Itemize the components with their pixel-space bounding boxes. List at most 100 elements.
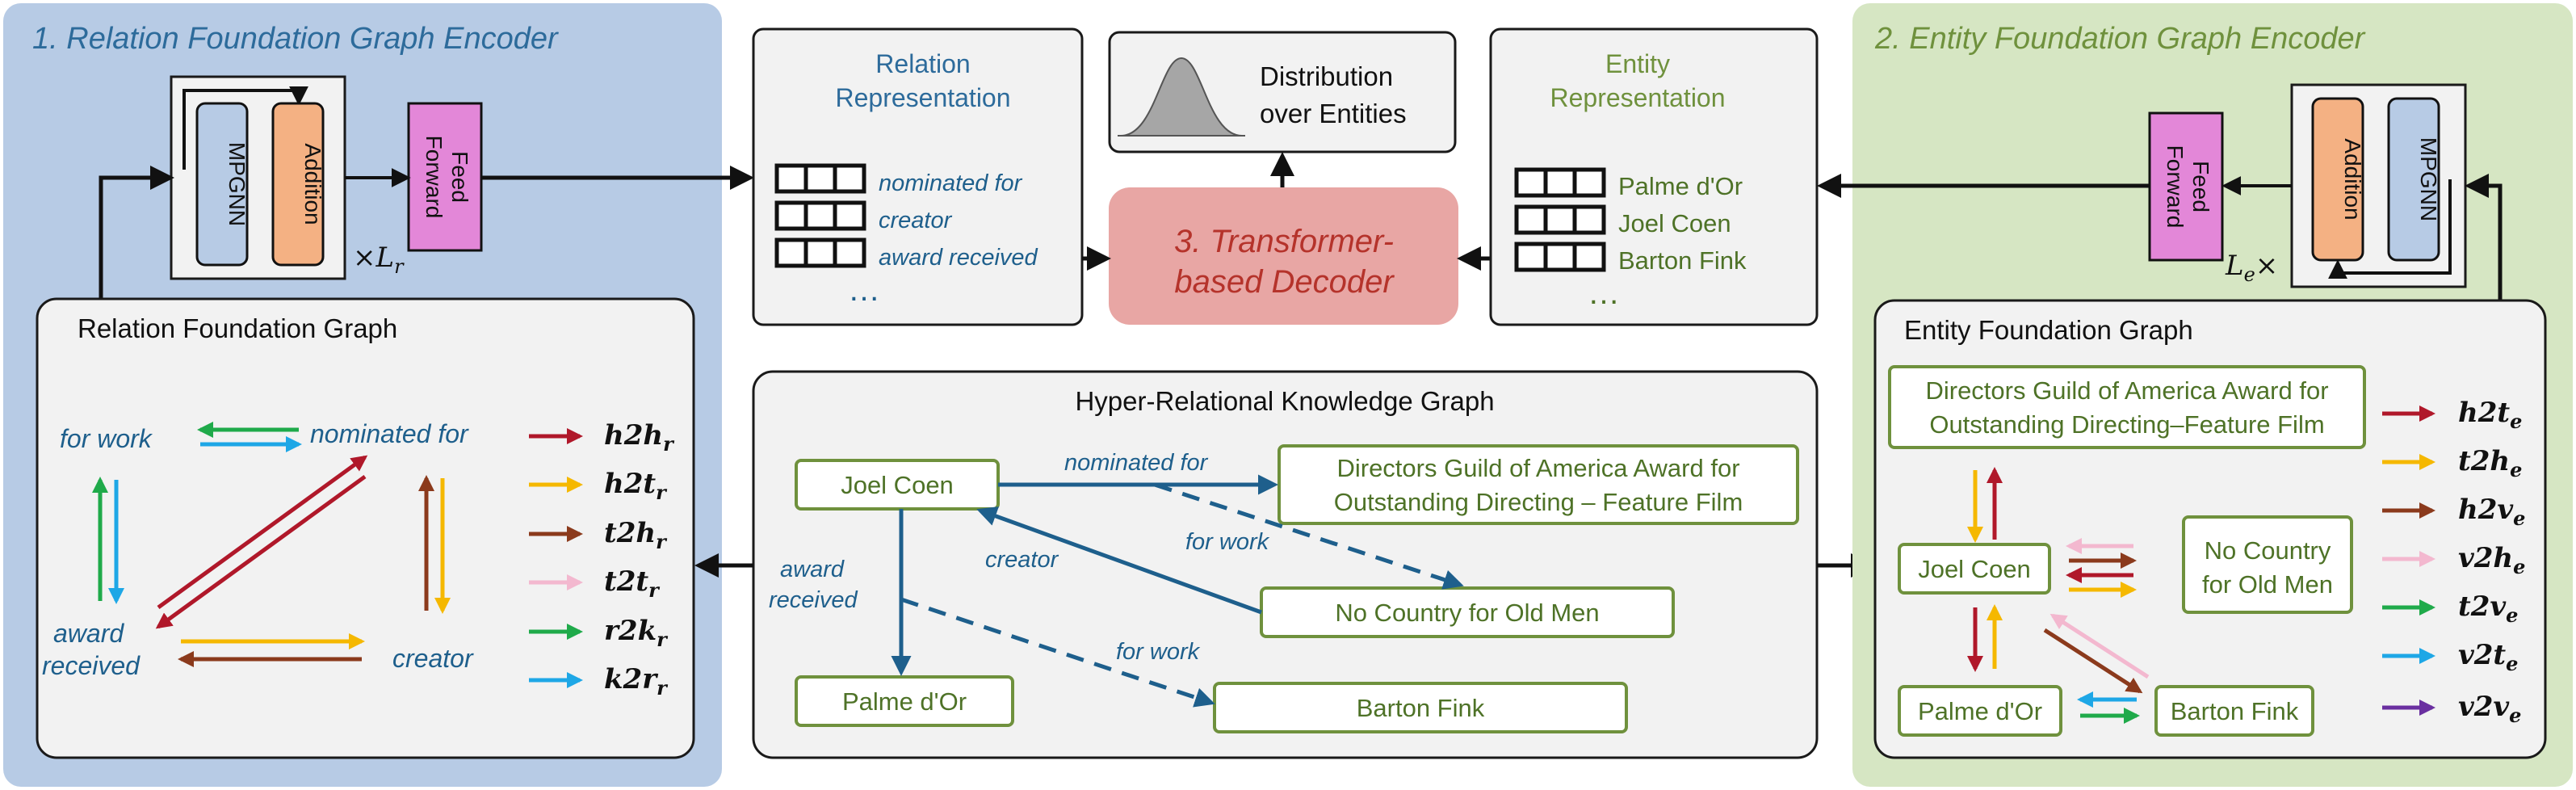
rel-legend-h2t: h2tr xyxy=(529,468,668,504)
relation-embedding-grid xyxy=(774,163,866,268)
rel-repr-item-1: nominated for xyxy=(879,170,1023,196)
ent-legend-v2h-label: v2he xyxy=(2458,542,2525,578)
eg-node-dga-label-2: Outstanding Directing–Feature Film xyxy=(1929,410,2324,439)
ent-repr-item-3: Barton Fink xyxy=(1618,246,1747,275)
relation-foundation-graph-box xyxy=(36,297,695,759)
mpgnn-module-ent xyxy=(2387,97,2440,262)
entity-legend: h2te t2he h2ve v2he t2ve v2te v2ve xyxy=(2382,397,2525,727)
rel-graph-to-encoder-arrow xyxy=(99,166,174,300)
eg-node-barton-fink-label: Barton Fink xyxy=(2171,697,2299,725)
rel-legend-t2t-label: t2tr xyxy=(604,565,661,602)
relation-representation-title-1: Relation xyxy=(875,49,970,78)
rel-legend-t2h: t2hr xyxy=(529,517,668,553)
rel-legend-t2h-label: t2hr xyxy=(604,517,668,553)
ent-legend-t2h-label: t2he xyxy=(2458,445,2522,481)
relation-foundation-graph-title: Relation Foundation Graph xyxy=(78,313,397,343)
relation-layer-factor: ×Lr xyxy=(353,242,405,278)
entity-foundation-graph-title: Entity Foundation Graph xyxy=(1904,315,2193,345)
ent-legend-h2t-label: h2te xyxy=(2458,397,2522,433)
kg-node-no-country-label: No Country for Old Men xyxy=(1335,599,1599,627)
eg-node-dga-label-1: Directors Guild of America Award for xyxy=(1925,376,2328,405)
ent-legend-v2t-label: v2te xyxy=(2458,639,2518,675)
kg-edge-for-work-1-label: for work xyxy=(1185,529,1270,555)
rel-legend-h2t-label: h2tr xyxy=(604,468,668,504)
eg-node-no-country xyxy=(2182,515,2353,614)
ent-legend-v2v: v2ve xyxy=(2382,691,2521,727)
ent-legend-t2h: t2he xyxy=(2382,445,2522,481)
kg-node-joel-coen-label: Joel Coen xyxy=(841,471,954,499)
rel-legend-h2h: h2hr xyxy=(529,419,675,456)
kg-node-dga-award xyxy=(1278,444,1799,525)
rel-repr-item-2: creator xyxy=(879,208,953,233)
rel-repr-more: … xyxy=(848,272,880,308)
entity-embedding-grid xyxy=(1514,167,1606,272)
eg-node-palme-dor-label: Palme d'Or xyxy=(1918,697,2042,725)
kg-node-palme-dor-label: Palme d'Or xyxy=(842,687,967,716)
rel-legend-h2h-label: h2hr xyxy=(604,419,675,456)
addition-label-ent: Addition xyxy=(2340,138,2365,220)
ent-repr-item-2: Joel Coen xyxy=(1618,209,1731,237)
feed-forward-label-rel-1: Feed xyxy=(447,151,472,203)
hyper-relational-kg-title: Hyper-Relational Knowledge Graph xyxy=(1075,386,1494,416)
rel-legend-k2r-label: k2rr xyxy=(604,663,669,700)
decoder-title-1: 3. Transformer- xyxy=(1174,224,1394,259)
eg-node-barton-fink xyxy=(2154,685,2314,737)
kg-edge-award-label-2: received xyxy=(769,587,858,613)
rel-embed-row-1 xyxy=(774,163,866,194)
rel-edge-h2h-diag-2 xyxy=(155,474,367,629)
entity-representation-title-1: Entity xyxy=(1605,49,1670,78)
kg-node-barton-fink xyxy=(1213,682,1628,733)
ent-graph-to-encoder-arrow xyxy=(2465,174,2503,300)
kg-node-palme-dor xyxy=(795,675,1014,727)
relation-encoder-residual xyxy=(183,86,308,170)
entity-representation-title-2: Representation xyxy=(1550,83,1725,112)
rel-node-for-work: for work xyxy=(60,424,153,453)
feed-forward-label-ent-2: Forward xyxy=(2163,145,2188,229)
relation-encoder-title: 1. Relation Foundation Graph Encoder xyxy=(32,22,559,56)
rel-node-award-received-1: award xyxy=(53,619,124,648)
ent-legend-v2v-label: v2ve xyxy=(2458,691,2521,727)
ent-legend-h2t: h2te xyxy=(2382,397,2522,433)
relation-legend: h2hr h2tr t2hr t2tr r2kr k2rr xyxy=(529,419,675,700)
ent-legend-t2v-label: t2ve xyxy=(2458,590,2518,627)
kg-edge-for-work-2 xyxy=(900,597,1215,708)
kg-edge-for-work-1 xyxy=(1154,482,1464,590)
kg-edge-for-work-2-label: for work xyxy=(1116,639,1201,665)
rel-embed-row-3 xyxy=(774,237,866,268)
rel-repr-item-3: award received xyxy=(879,245,1038,271)
ent-legend-v2h: v2he xyxy=(2382,542,2525,578)
eg-node-joel-coen-label: Joel Coen xyxy=(1918,555,2031,583)
kg-edge-creator xyxy=(976,506,1262,615)
decoder-title-2: based Decoder xyxy=(1174,264,1395,300)
distribution-label-2: over Entities xyxy=(1260,99,1407,128)
ent-legend-h2v: h2ve xyxy=(2382,494,2525,530)
mpgnn-label-ent: MPGNN xyxy=(2416,137,2441,221)
entity-encoder-title: 2. Entity Foundation Graph Encoder xyxy=(1874,22,2366,56)
rel-legend-t2t: t2tr xyxy=(529,565,661,602)
addition-module-rel xyxy=(271,102,325,267)
feed-forward-label-ent-1: Feed xyxy=(2188,161,2213,212)
ent-legend-h2v-label: h2ve xyxy=(2458,494,2525,530)
ent-legend-t2v: t2ve xyxy=(2382,590,2518,627)
rel-node-nominated-for: nominated for xyxy=(310,419,469,448)
rel-edge-h2h-diag xyxy=(157,455,368,610)
rel-legend-r2k-label: r2kr xyxy=(604,615,669,651)
eg-node-dga-award xyxy=(1888,365,2366,449)
ent-repr-item-1: Palme d'Or xyxy=(1618,172,1743,200)
ent-embed-row-2 xyxy=(1514,204,1606,235)
feed-forward-label-rel-2: Forward xyxy=(422,136,447,219)
kg-node-barton-fink-label: Barton Fink xyxy=(1357,694,1485,722)
ent-repr-more: … xyxy=(1588,275,1620,311)
eg-node-no-country-label-1: No Country xyxy=(2205,536,2331,565)
eg-edge-v2h-diag xyxy=(2049,613,2150,679)
kg-edge-creator-label: creator xyxy=(985,547,1059,573)
rel-node-award-received-2: received xyxy=(42,651,141,680)
kg-node-dga-award-label-1: Directors Guild of America Award for xyxy=(1336,454,1739,482)
eg-node-palme-dor xyxy=(1898,685,2062,737)
eg-edge-h2v-diag xyxy=(2043,628,2143,694)
addition-label-rel: Addition xyxy=(300,143,325,225)
ent-legend-v2t: v2te xyxy=(2382,639,2518,675)
ent-embed-row-1 xyxy=(1514,167,1606,198)
rel-legend-k2r: k2rr xyxy=(529,663,669,700)
